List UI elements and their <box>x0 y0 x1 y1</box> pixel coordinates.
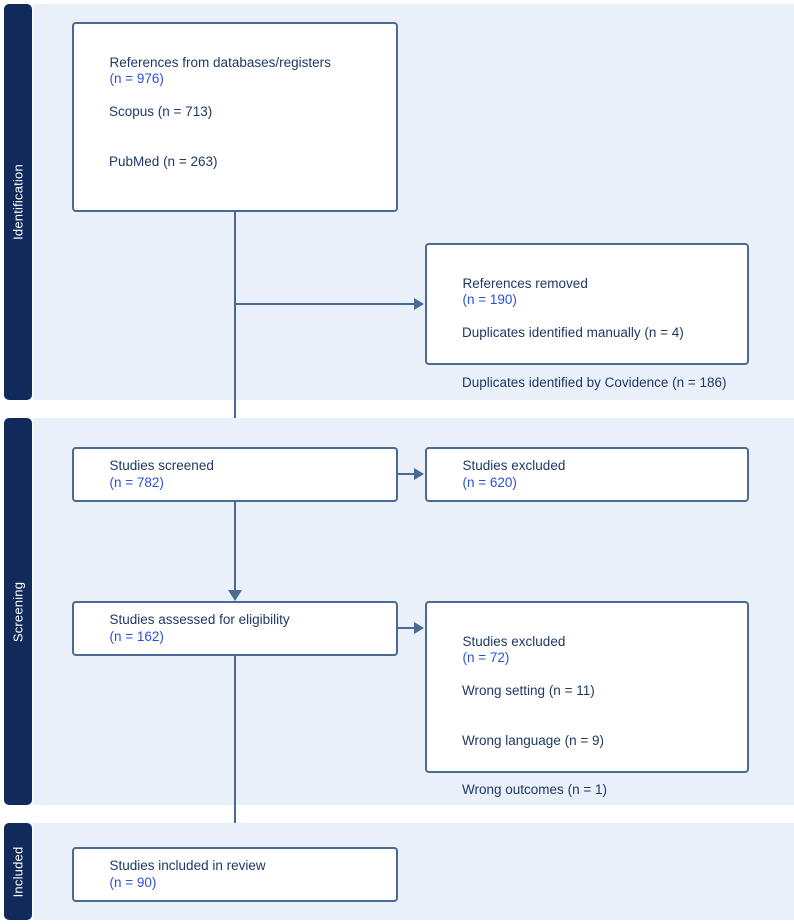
node-records-removed-subline-1: Duplicates identified by Covidence (n = … <box>440 375 739 392</box>
node-studies-included: Studies included in review (n = 90) <box>72 847 398 902</box>
connector-assessed-to-included <box>234 656 236 842</box>
node-records-identified-count: (n = 976) <box>109 71 164 86</box>
connector-screened-to-excluded <box>398 473 416 475</box>
arrowhead-screened-to-excluded <box>414 468 424 480</box>
node-reports-excluded-count: (n = 72) <box>462 650 510 665</box>
subline-count: (n = 1) <box>567 782 607 797</box>
stage-band-screening-label: Screening <box>10 581 26 642</box>
node-records-identified-subline-0: Scopus (n = 713) <box>87 104 388 121</box>
node-records-screened: Studies screened (n = 782) <box>72 447 398 502</box>
node-records-identified-text: References from databases/registers (n =… <box>87 38 388 203</box>
node-records-removed-subline-0: Duplicates identified manually (n = 4) <box>440 325 739 342</box>
subline-count: (n = 9) <box>564 732 604 748</box>
subline-count: (n = 4) <box>644 325 684 340</box>
arrowhead-screened-to-assessed <box>228 590 242 601</box>
subline-label: Wrong setting <box>462 683 546 698</box>
stage-band-identification-label: Identification <box>10 164 26 240</box>
stage-band-screening: Screening <box>4 418 32 805</box>
node-reports-excluded-subline-1: Wrong language (n = 9) <box>440 733 739 750</box>
node-records-screened-text: Studies screened (n = 782) <box>87 442 388 508</box>
node-reports-excluded: Studies excluded (n = 72) Wrong setting … <box>425 601 749 896</box>
node-reports-excluded-subline-0: Wrong setting (n = 11) <box>440 683 739 700</box>
node-records-removed-count: (n = 190) <box>462 292 517 307</box>
connector-screened-to-assessed <box>234 502 236 592</box>
node-reports-assessed: Studies assessed for eligibility (n = 16… <box>72 601 398 656</box>
node-reports-assessed-label: Studies assessed for eligibility <box>109 612 290 627</box>
subline-label: Wrong outcomes <box>462 782 564 797</box>
node-records-removed-label: References removed <box>462 275 588 291</box>
node-records-identified-subline-1: PubMed (n = 263) <box>87 154 388 171</box>
subline-label: PubMed <box>109 153 160 169</box>
node-reports-assessed-count: (n = 162) <box>109 628 164 644</box>
node-studies-included-text: Studies included in review (n = 90) <box>87 842 388 908</box>
node-records-excluded-text: Studies excluded (n = 620) <box>440 442 739 508</box>
subline-label: Duplicates identified manually <box>462 325 641 340</box>
node-records-excluded: Studies excluded (n = 620) <box>425 447 749 502</box>
node-reports-assessed-text: Studies assessed for eligibility (n = 16… <box>87 596 388 662</box>
node-records-excluded-label: Studies excluded <box>462 458 566 473</box>
subline-count: (n = 11) <box>548 683 595 698</box>
connector-identified-to-removed <box>234 303 416 305</box>
node-studies-included-label: Studies included in review <box>109 858 266 873</box>
node-records-identified-label: References from databases/registers <box>109 54 331 70</box>
node-records-excluded-count: (n = 620) <box>462 474 517 490</box>
subline-label: Scopus <box>109 104 155 119</box>
stage-band-included-label: Included <box>10 846 26 897</box>
node-records-removed: References removed (n = 190) Duplicates … <box>425 243 749 390</box>
node-records-identified: References from databases/registers (n =… <box>72 22 398 212</box>
subline-count: (n = 186) <box>672 374 727 390</box>
stage-band-included: Included <box>4 823 32 920</box>
node-records-screened-label: Studies screened <box>109 458 214 473</box>
node-reports-excluded-subline-2: Wrong outcomes (n = 1) <box>440 782 739 799</box>
stage-band-identification: Identification <box>4 4 32 400</box>
subline-label: Wrong language <box>462 732 561 748</box>
subline-label: Duplicates identified by Covidence <box>462 374 669 390</box>
node-reports-excluded-label: Studies excluded <box>462 633 566 649</box>
connector-identified-to-screened <box>234 212 236 438</box>
subline-count: (n = 713) <box>157 104 213 119</box>
node-studies-included-count: (n = 90) <box>109 874 157 890</box>
node-records-removed-text: References removed (n = 190) Duplicates … <box>440 259 739 424</box>
node-records-screened-count: (n = 782) <box>109 474 164 490</box>
subline-count: (n = 263) <box>163 153 218 169</box>
arrowhead-assessed-to-excluded <box>414 622 424 634</box>
arrowhead-identified-to-removed <box>414 298 424 310</box>
connector-assessed-to-excluded <box>398 627 416 629</box>
